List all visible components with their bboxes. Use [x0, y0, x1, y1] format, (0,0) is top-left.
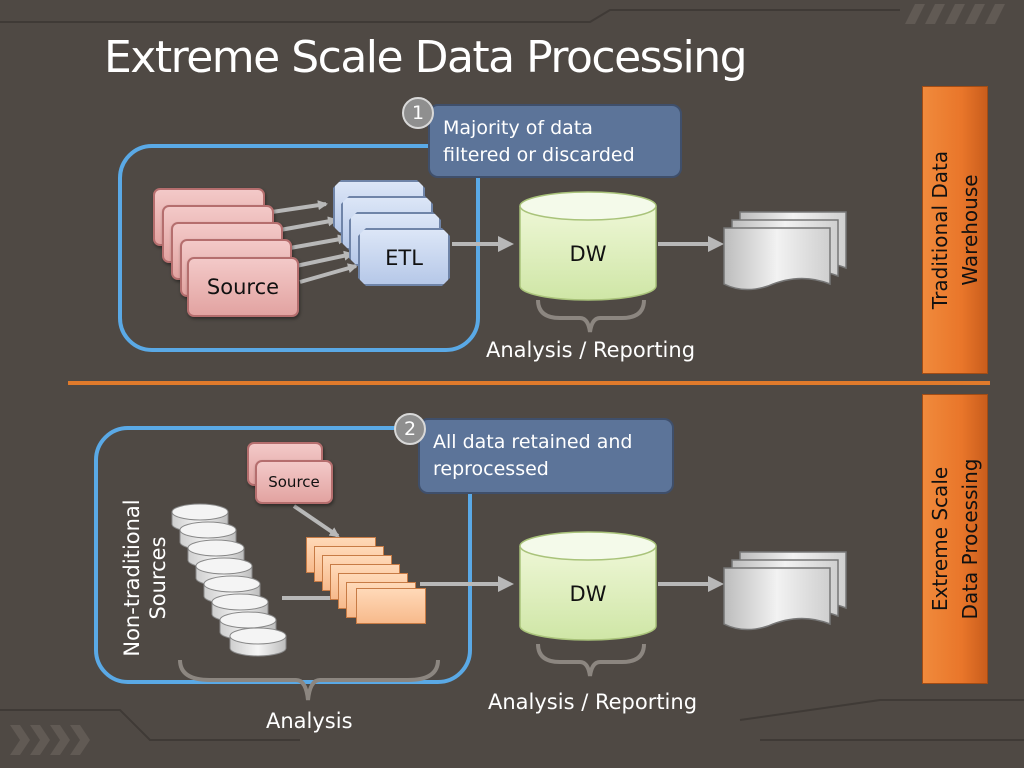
decorative-stripes-top [905, 4, 1005, 24]
brace-analysis [178, 659, 440, 701]
callout-retained: All data retained and reprocessed [418, 418, 674, 494]
dw-cylinder-top [519, 191, 657, 301]
page-title: Extreme Scale Data Processing [104, 32, 748, 83]
caption-analysis-reporting-top: Analysis / Reporting [486, 338, 696, 362]
side-label-extreme: Extreme Scale Data Processing [925, 459, 985, 620]
source-to-etl-arrows [271, 200, 358, 284]
caption-analysis: Analysis [266, 709, 353, 733]
source-to-processing-arrow [292, 504, 340, 538]
side-label-traditional-line1: Traditional Data [928, 150, 952, 310]
nontraditional-sources-label: Non-traditional Sources [119, 499, 171, 656]
dw-label-top: DW [569, 242, 607, 266]
callout-filtered-line1: Majority of data [443, 117, 593, 139]
decorative-lines [0, 9, 1024, 741]
side-panel-extreme: Extreme Scale Data Processing [922, 394, 988, 684]
dw-cylinder-bottom [519, 531, 657, 641]
nontraditional-sources-line1: Non-traditional [120, 499, 144, 657]
side-label-extreme-line1: Extreme Scale [928, 466, 952, 612]
decorative-chevrons-bottom [10, 725, 90, 755]
callout-filtered: Majority of data filtered or discarded [428, 104, 682, 178]
top-source-frame [118, 144, 480, 352]
source-box-top: Source [187, 257, 299, 317]
etl-label: ETL [385, 246, 423, 270]
step-badge-2: 2 [394, 413, 426, 445]
callout-retained-line2: reprocessed [433, 458, 549, 480]
callout-filtered-line2: filtered or discarded [443, 144, 635, 166]
report-docs-top [723, 211, 847, 291]
callout-retained-line1: All data retained and [433, 431, 633, 453]
report-docs-bottom [723, 551, 847, 631]
dw-label-bottom: DW [569, 582, 607, 606]
brace-bottom-dw [536, 643, 646, 677]
side-label-extreme-line2: Data Processing [958, 458, 982, 620]
side-label-traditional: Traditional Data Warehouse [925, 151, 985, 309]
nontraditional-cylinders [171, 503, 287, 657]
source-label: Source [206, 275, 280, 299]
caption-analysis-reporting-bottom: Analysis / Reporting [488, 690, 698, 714]
side-label-traditional-line2: Warehouse [958, 174, 982, 286]
nontraditional-sources-line2: Sources [146, 536, 170, 620]
processing-box-top [356, 588, 426, 624]
etl-box-top: ETL [358, 228, 450, 286]
step-badge-1: 1 [402, 97, 434, 129]
side-panel-traditional: Traditional Data Warehouse [922, 86, 988, 374]
brace-top [536, 299, 646, 333]
small-source-label: Source [268, 473, 320, 491]
small-source-box: Source [255, 460, 333, 504]
